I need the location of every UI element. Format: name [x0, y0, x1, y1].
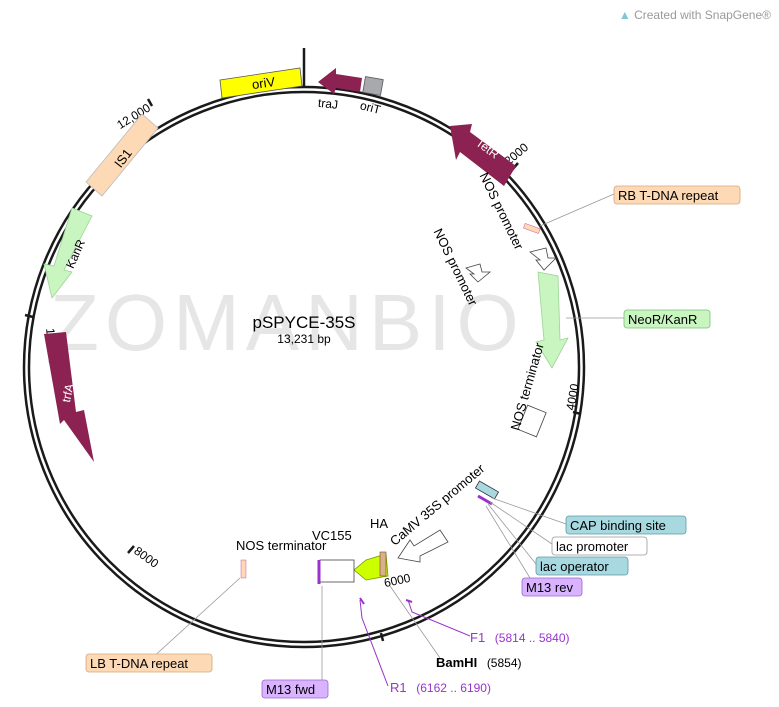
primer-F1-name: F1 [470, 630, 485, 645]
primer-F1-label: F1 (5814 .. 5840) [470, 630, 570, 645]
callout-line-M13rev [485, 505, 531, 579]
label-NOS-terminator-left: NOS terminator [236, 538, 327, 553]
feature-LB-repeat[interactable] [240, 559, 247, 579]
callout-lacP-label: lac promoter [556, 539, 629, 554]
feature-CAP-block[interactable] [474, 480, 500, 500]
tick-10000 [24, 313, 34, 319]
backbone-inner [27, 90, 581, 644]
tick-label-8000: 8000 [131, 544, 161, 571]
callout-line-R1 [359, 599, 389, 687]
callout-line-RB [539, 193, 615, 227]
tick-label-6000: 6000 [383, 571, 412, 590]
callout-line-LB [149, 577, 241, 661]
feature-NOS-promoter-arrow-2[interactable] [465, 263, 492, 283]
tick-4000 [572, 410, 582, 416]
site-BamHI-label: BamHI (5854) [436, 655, 522, 670]
snapgene-logo-icon: ▲ [618, 8, 631, 22]
label-HA: HA [370, 516, 388, 531]
callout-box-lacP[interactable] [551, 536, 648, 556]
credit-prefix: Created with [634, 8, 705, 22]
feature-oriV-label: oriV [251, 74, 276, 92]
feature-NOS-promoter-arrow-1[interactable] [529, 247, 557, 271]
feature-NOS-terminator-right[interactable] [517, 404, 547, 438]
feature-oriT-label: oriT [359, 98, 383, 117]
feature-TetR-arrow[interactable] [450, 124, 516, 186]
feature-oriV[interactable] [219, 67, 303, 99]
callout-box-M13rev[interactable] [521, 577, 583, 597]
feature-HA-tag[interactable] [379, 551, 387, 577]
site-BamHI-pos: (5854) [487, 656, 522, 670]
callout-CAP-label: CAP binding site [570, 518, 666, 533]
primer-F1-range: (5814 .. 5840) [495, 631, 570, 645]
feature-HA-arrow[interactable] [353, 553, 389, 581]
callout-NeoR-label: NeoR/KanR [628, 312, 697, 327]
feature-traJ-arrow[interactable] [318, 68, 362, 94]
callout-box-RB[interactable] [613, 185, 741, 205]
feature-oriT[interactable] [362, 76, 384, 96]
callout-box-CAP[interactable] [565, 515, 687, 535]
callout-lacO-label: lac operator [540, 559, 609, 574]
credit-brand: SnapGene [704, 8, 763, 22]
callout-LB-label: LB T-DNA repeat [90, 656, 188, 671]
callout-RB-label: RB T-DNA repeat [618, 188, 719, 203]
tick-label-4000: 4000 [563, 382, 581, 411]
callout-box-M13fwd[interactable] [261, 679, 329, 699]
plasmid-length: 13,231 bp [277, 332, 331, 346]
snapgene-credit: ▲ Created with SnapGene® [619, 8, 771, 22]
primer-R1-name: R1 [390, 680, 407, 695]
callout-box-NeoR[interactable] [623, 309, 711, 329]
callout-M13rev-label: M13 rev [526, 580, 573, 595]
backbone-outer [22, 85, 586, 649]
callout-box-LB[interactable] [85, 653, 213, 673]
callout-box-lacO[interactable] [535, 556, 629, 576]
tick-12000 [146, 98, 154, 107]
primer-R1-label: R1 (6162 .. 6190) [390, 680, 491, 695]
plasmid-name: pSPYCE-35S [253, 313, 356, 332]
feature-trfA-arrow[interactable] [44, 332, 94, 462]
feature-KanR-arrow[interactable] [43, 207, 93, 299]
feature-IS1[interactable] [85, 113, 159, 197]
callout-line-lacP [489, 501, 553, 545]
tick-6000 [379, 632, 385, 642]
credit-mark: ® [762, 8, 771, 22]
label-VC155: VC155 [312, 528, 352, 543]
primer-F1-mark [405, 599, 413, 603]
callout-line-F1 [407, 599, 471, 637]
callout-line-CAP [491, 497, 567, 525]
feature-M13rev-mark [477, 494, 493, 506]
tick-8000 [127, 545, 135, 554]
feature-RB-repeat[interactable] [523, 223, 541, 234]
feature-traJ-label: traJ [317, 96, 338, 112]
primer-R1-range: (6162 .. 6190) [416, 681, 491, 695]
callout-line-lacO [487, 503, 537, 565]
primer-R1-mark [359, 597, 365, 605]
site-BamHI-name: BamHI [436, 655, 477, 670]
feature-CaMV-arrow[interactable] [397, 529, 449, 563]
feature-NeoR-arrow[interactable] [535, 271, 569, 369]
feature-trfA-label: trfA [59, 382, 77, 403]
watermark-text: ZOMANBIO [50, 278, 525, 367]
feature-VC155-box[interactable] [319, 559, 355, 583]
callout-M13fwd-label: M13 fwd [266, 682, 315, 697]
callout-line-BamHI [389, 585, 441, 659]
